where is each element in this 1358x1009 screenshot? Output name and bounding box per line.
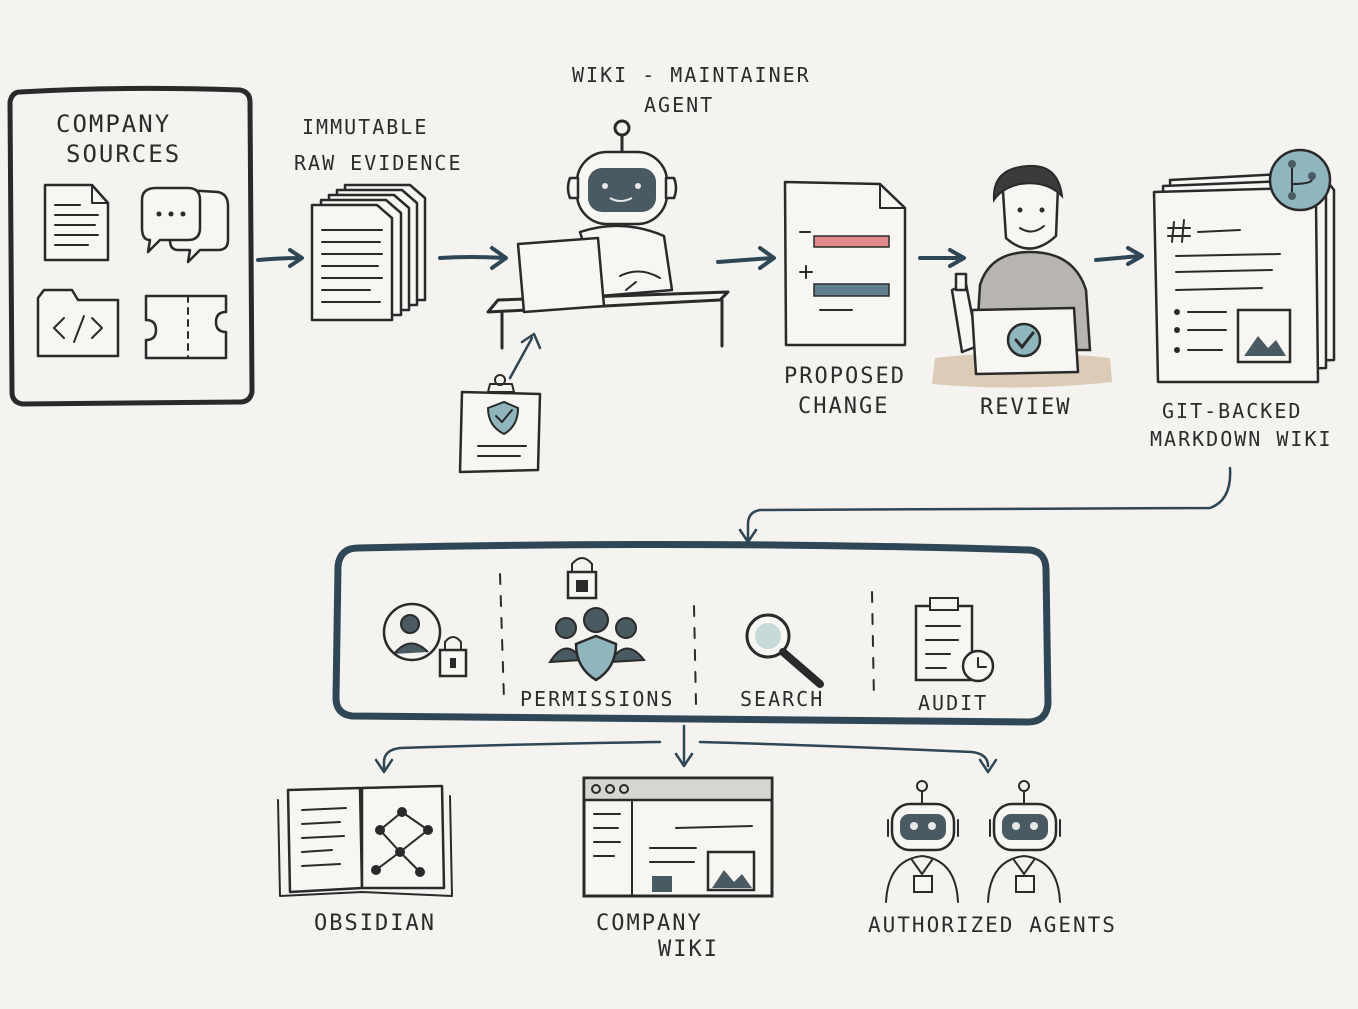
puzzle-icon: [144, 294, 228, 360]
chat-icon: [140, 186, 230, 264]
markdown-heading-icon: [1167, 219, 1191, 243]
obsidian: OBSIDIAN: [277, 784, 453, 936]
document-stack-icon: [310, 183, 427, 322]
company-wiki-label-line2: WIKI: [658, 937, 719, 962]
layer-divider-3: [871, 591, 875, 701]
raw-evidence-title-line2: RAW EVIDENCE: [294, 151, 463, 175]
layer-divider-2: [693, 605, 697, 705]
permissions-label: PERMISSIONS: [520, 687, 674, 711]
authorized-agents: AUTHORIZED AGENTS: [868, 780, 1117, 937]
company-sources-box: COMPANY SOURCES: [7, 85, 255, 407]
authorized-agents-label: AUTHORIZED AGENTS: [868, 913, 1117, 937]
company-wiki-label-line1: COMPANY: [596, 911, 703, 936]
obsidian-label: OBSIDIAN: [314, 911, 436, 936]
review-title: REVIEW: [980, 395, 1071, 420]
proposed-change: PROPOSED CHANGE: [783, 180, 907, 419]
audit-label: AUDIT: [918, 691, 988, 715]
agent-title-line2: AGENT: [644, 93, 714, 117]
company-sources-title-line2: SOURCES: [66, 140, 181, 168]
user-lock-icon: [382, 602, 468, 678]
raw-evidence-title-line1: IMMUTABLE: [302, 115, 428, 139]
magnifier-icon: [745, 613, 824, 688]
diff-document-icon: [783, 180, 907, 347]
robot-icon: [987, 780, 1061, 903]
arrow-review-to-wiki: [1094, 246, 1144, 266]
review: REVIEW: [932, 164, 1112, 420]
governance-layer: PERMISSIONS SEARCH AUDIT: [332, 540, 1052, 726]
laptop-check-icon: [970, 306, 1080, 376]
arrow-change-to-review: [918, 248, 966, 268]
arrow-policy-to-agent: [508, 332, 542, 380]
code-folder-icon: [36, 288, 120, 358]
distribution-arrows: [374, 724, 998, 774]
proposed-change-title-line2: CHANGE: [798, 394, 889, 419]
arrow-evidence-to-agent: [438, 246, 508, 270]
git-wiki-title-line1: GIT-BACKED: [1162, 399, 1302, 423]
browser-window-icon: [582, 776, 774, 898]
git-markdown-wiki: GIT-BACKED MARKDOWN WIKI: [1150, 148, 1336, 451]
arrow-agent-to-change: [716, 246, 776, 270]
arrow-wiki-to-layer: [738, 466, 1232, 544]
git-wiki-title-line2: MARKDOWN WIKI: [1150, 427, 1333, 451]
image-icon: [1236, 308, 1292, 364]
layer-divider-1: [499, 573, 505, 701]
search-label: SEARCH: [740, 687, 824, 711]
company-sources-title-line1: COMPANY: [56, 110, 171, 138]
robot-icon: [566, 119, 678, 298]
desk-laptop-icon: [486, 236, 730, 350]
raw-evidence: IMMUTABLE RAW EVIDENCE: [294, 115, 463, 322]
git-branch-icon: [1268, 148, 1332, 212]
team-lock-icon: [548, 557, 646, 682]
proposed-change-title-line1: PROPOSED: [784, 364, 906, 389]
arrow-sources-to-evidence: [256, 248, 304, 268]
wiki-maintainer-agent: WIKI - MAINTAINER AGENT: [458, 63, 811, 474]
agent-title-line1: WIKI - MAINTAINER: [572, 63, 811, 87]
clipboard-clock-icon: [914, 597, 995, 683]
document-icon: [43, 183, 110, 262]
open-book-graph-icon: [277, 784, 453, 897]
robot-icon: [885, 780, 959, 903]
company-wiki: COMPANY WIKI: [582, 776, 774, 962]
policy-clipboard-icon: [458, 374, 542, 474]
